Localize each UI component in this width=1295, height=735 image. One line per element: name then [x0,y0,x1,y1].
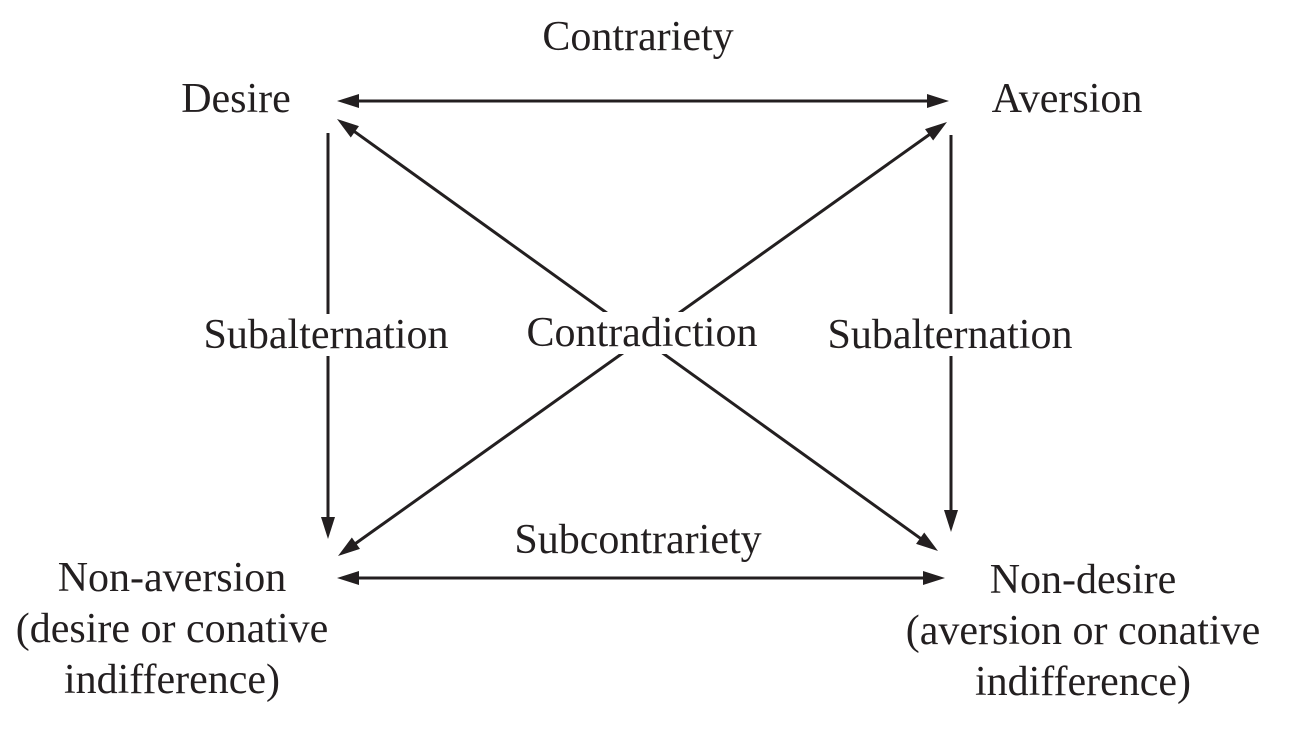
subcontrariety-arrow [337,571,945,585]
node-non-aversion-title: Non-aversion [57,555,287,601]
node-non-desire-subtitle-2: indifference) [974,659,1192,705]
node-desire: Desire [181,76,291,122]
node-non-desire: Non-desire (aversion or conative indiffe… [906,555,1261,708]
node-aversion: Aversion [991,76,1143,122]
node-non-aversion: Non-aversion (desire or conative indiffe… [16,553,329,706]
contrariety-arrow [337,94,949,108]
node-non-aversion-subtitle-1: (desire or conative [15,606,329,652]
node-non-aversion-subtitle-2: indifference) [63,657,281,703]
node-non-desire-subtitle-1: (aversion or conative [905,608,1261,654]
label-subalternation-right: Subalternation [819,314,1081,356]
node-non-desire-title: Non-desire [989,557,1177,603]
label-contradiction: Contradiction [518,312,766,354]
label-subalternation-left: Subalternation [195,314,457,356]
label-subcontrariety: Subcontrariety [514,517,762,563]
label-contrariety: Contrariety [542,14,734,60]
